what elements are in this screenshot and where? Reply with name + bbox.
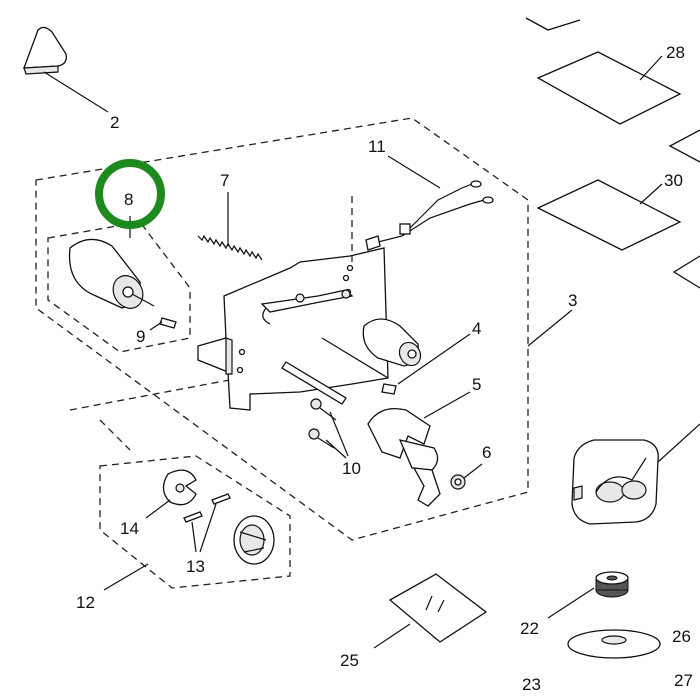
leader-30: [639, 183, 663, 205]
leader-10a: [329, 411, 349, 457]
part-28-sheet[interactable]: [536, 51, 682, 125]
label-9: 9: [136, 327, 145, 346]
leader-14: [145, 499, 171, 519]
shaft[interactable]: [281, 361, 347, 405]
leader-3: [527, 309, 573, 347]
partial-sheet-top: [525, 17, 581, 31]
part-2-wedge[interactable]: [23, 26, 67, 75]
leader-13a: [191, 521, 197, 553]
part-30-sheet[interactable]: [536, 179, 682, 251]
leader-13b: [199, 503, 217, 553]
label-11: 11: [368, 137, 386, 156]
label-14: 14: [120, 519, 139, 538]
label-3: 3: [568, 291, 577, 310]
label-2: 2: [110, 113, 119, 132]
part-9-clip[interactable]: [159, 317, 177, 329]
part-22-spool[interactable]: [595, 571, 629, 598]
leader-11: [387, 155, 441, 189]
label-22: 22: [520, 619, 539, 638]
part-10-screws[interactable]: [308, 398, 337, 449]
label-8: 8: [124, 190, 133, 209]
part-14-disc[interactable]: [162, 469, 197, 506]
label-10: 10: [342, 459, 361, 478]
label-28: 28: [666, 43, 685, 62]
leader-6: [463, 463, 483, 479]
label-13: 13: [186, 557, 205, 576]
part-5-cam[interactable]: [367, 407, 441, 507]
leader-12: [103, 563, 149, 591]
label-25: 25: [340, 651, 359, 670]
lever-arm[interactable]: [260, 289, 354, 325]
cable-case[interactable]: [571, 439, 659, 525]
assembly-extension: [69, 377, 241, 451]
leader-case: [657, 423, 700, 463]
bracket-plate[interactable]: [197, 247, 389, 411]
partial-sheet-right-1: [668, 129, 700, 163]
leader-28: [639, 55, 663, 81]
part-7-spring[interactable]: [197, 234, 263, 261]
label-12: 12: [76, 593, 95, 612]
label-26: 26: [672, 627, 691, 646]
part-8-motor[interactable]: [68, 238, 155, 313]
motor-subassembly-outline: [47, 221, 191, 353]
leader-10b: [325, 439, 347, 459]
label-4: 4: [472, 319, 481, 338]
leader-4: [397, 333, 471, 385]
partial-sheet-right-2: [672, 255, 700, 289]
part-12-wheel[interactable]: [233, 515, 275, 565]
label-7: 7: [220, 171, 229, 190]
highlight-ring: [95, 159, 165, 229]
leader-9: [149, 321, 163, 331]
subassembly-12-outline: [99, 455, 291, 589]
leader-22: [547, 587, 595, 619]
part-25-paper[interactable]: [388, 573, 488, 643]
part-13-pins[interactable]: [183, 493, 231, 523]
label-27: 27: [674, 671, 693, 690]
label-23: 23: [522, 675, 541, 694]
part-11-wire[interactable]: [365, 180, 494, 251]
part-6-nut[interactable]: [450, 474, 466, 490]
leader-25: [373, 623, 411, 649]
label-5: 5: [472, 375, 481, 394]
label-30: 30: [664, 171, 683, 190]
part-4-solenoid[interactable]: [321, 318, 425, 395]
label-6: 6: [482, 443, 491, 462]
part-26-disc[interactable]: [567, 629, 661, 659]
leader-5: [423, 391, 471, 419]
leader-2: [43, 71, 109, 113]
